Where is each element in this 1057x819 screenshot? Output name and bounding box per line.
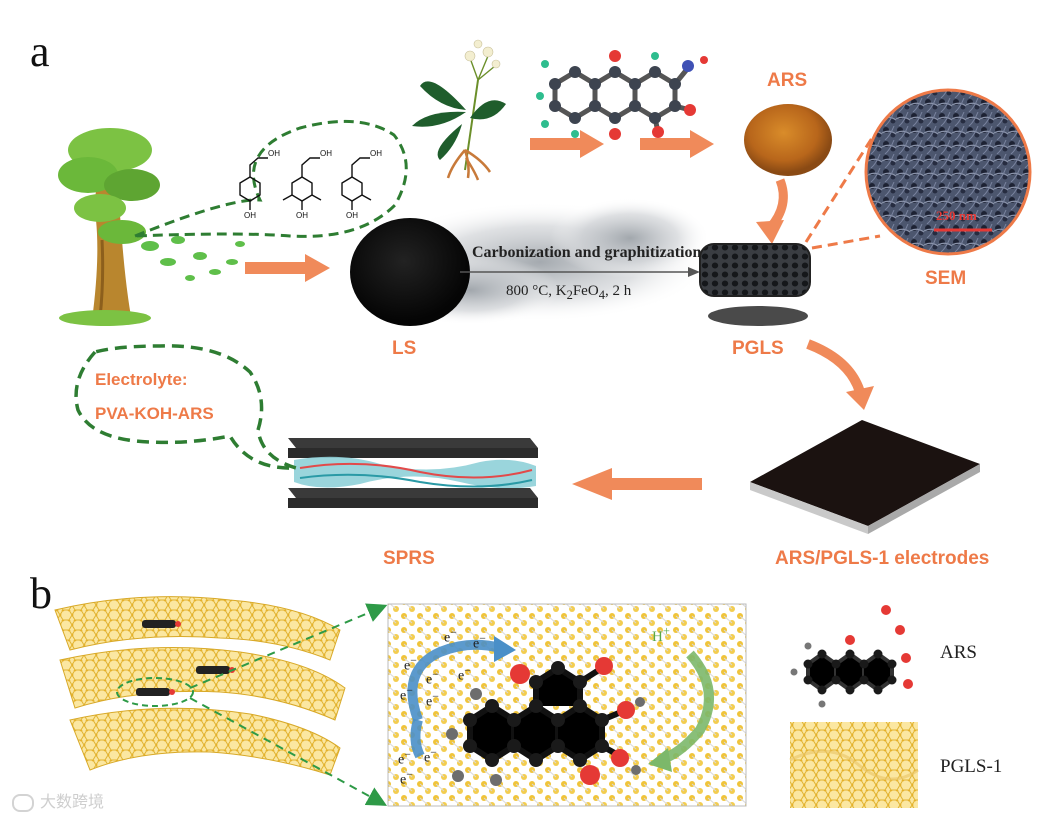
ars-molecule-top — [536, 50, 708, 140]
svg-text:OH: OH — [320, 149, 332, 158]
ars-molecule-zoom — [446, 657, 645, 786]
arrow-plant-to-molecule — [530, 130, 604, 158]
legend-ars-molecule — [790, 605, 913, 708]
panel-b-artwork — [54, 596, 919, 808]
label-electrolyte-title: Electrolyte: — [95, 370, 188, 389]
graphene-sheets — [54, 596, 346, 776]
legend-pgls1-label: PGLS-1 — [940, 756, 1003, 777]
monomer-structures — [239, 157, 372, 210]
label-electrodes: ARS/PGLS-1 electrodes — [775, 548, 990, 569]
electron-label: e− — [404, 654, 417, 674]
panel-letter-b: b — [30, 569, 52, 618]
sem-image — [804, 88, 1032, 256]
label-ls: LS — [392, 338, 417, 359]
watermark: 大数跨境 — [12, 788, 104, 812]
arrow-molecule-to-ars — [640, 130, 714, 158]
label-sem: SEM — [925, 268, 967, 289]
proton-flow-arrow — [658, 650, 714, 765]
electron-label: e− — [400, 768, 413, 788]
arrow-electrode-to-sprs — [572, 468, 702, 500]
scale-bar-label: 250 nm — [936, 208, 977, 223]
electron-flow-arrow — [407, 639, 502, 722]
arrow-tree-to-ls — [245, 254, 330, 282]
pgls-block — [699, 243, 811, 326]
panel-letter-a: a — [30, 27, 50, 76]
svg-text:OH: OH — [296, 211, 308, 220]
electron-label: e− — [398, 748, 411, 768]
label-pgls: PGLS — [732, 338, 784, 359]
monomer-labels: OH OH OH OH OH OH — [244, 149, 382, 220]
proton-label: H+ — [652, 624, 670, 645]
monomer-bubble — [134, 120, 408, 238]
legend-pgls1-texture — [790, 722, 918, 808]
electrolyte-bubble — [74, 344, 297, 470]
label-ars: ARS — [767, 70, 808, 91]
sprs-device — [288, 438, 538, 508]
plant-illustration — [412, 39, 506, 181]
electron-label: e− — [400, 684, 413, 704]
process-conditions: 800 °C, K2FeO4, 2 h — [506, 283, 632, 302]
electrode-slab — [750, 420, 980, 534]
electron-label: e− — [473, 632, 486, 652]
legend-ars-label: ARS — [940, 642, 977, 663]
ars-on-sheet — [136, 620, 235, 696]
svg-text:OH: OH — [244, 211, 256, 220]
electron-label: e− — [426, 690, 439, 710]
tree-illustration — [58, 128, 245, 326]
svg-text:OH: OH — [370, 149, 382, 158]
label-sprs: SPRS — [383, 548, 435, 569]
label-electrolyte-name: PVA-KOH-ARS — [95, 404, 214, 423]
electron-label: e− — [426, 668, 439, 688]
electron-label: e− — [424, 746, 437, 766]
electron-label: e− — [458, 664, 471, 684]
process-title: Carbonization and graphitization — [472, 244, 702, 261]
ars-powder — [744, 104, 832, 176]
ls-powder — [350, 218, 470, 326]
watermark-logo-icon — [12, 793, 34, 812]
svg-text:OH: OH — [346, 211, 358, 220]
electron-label: e− — [444, 626, 457, 646]
svg-text:OH: OH — [268, 149, 280, 158]
